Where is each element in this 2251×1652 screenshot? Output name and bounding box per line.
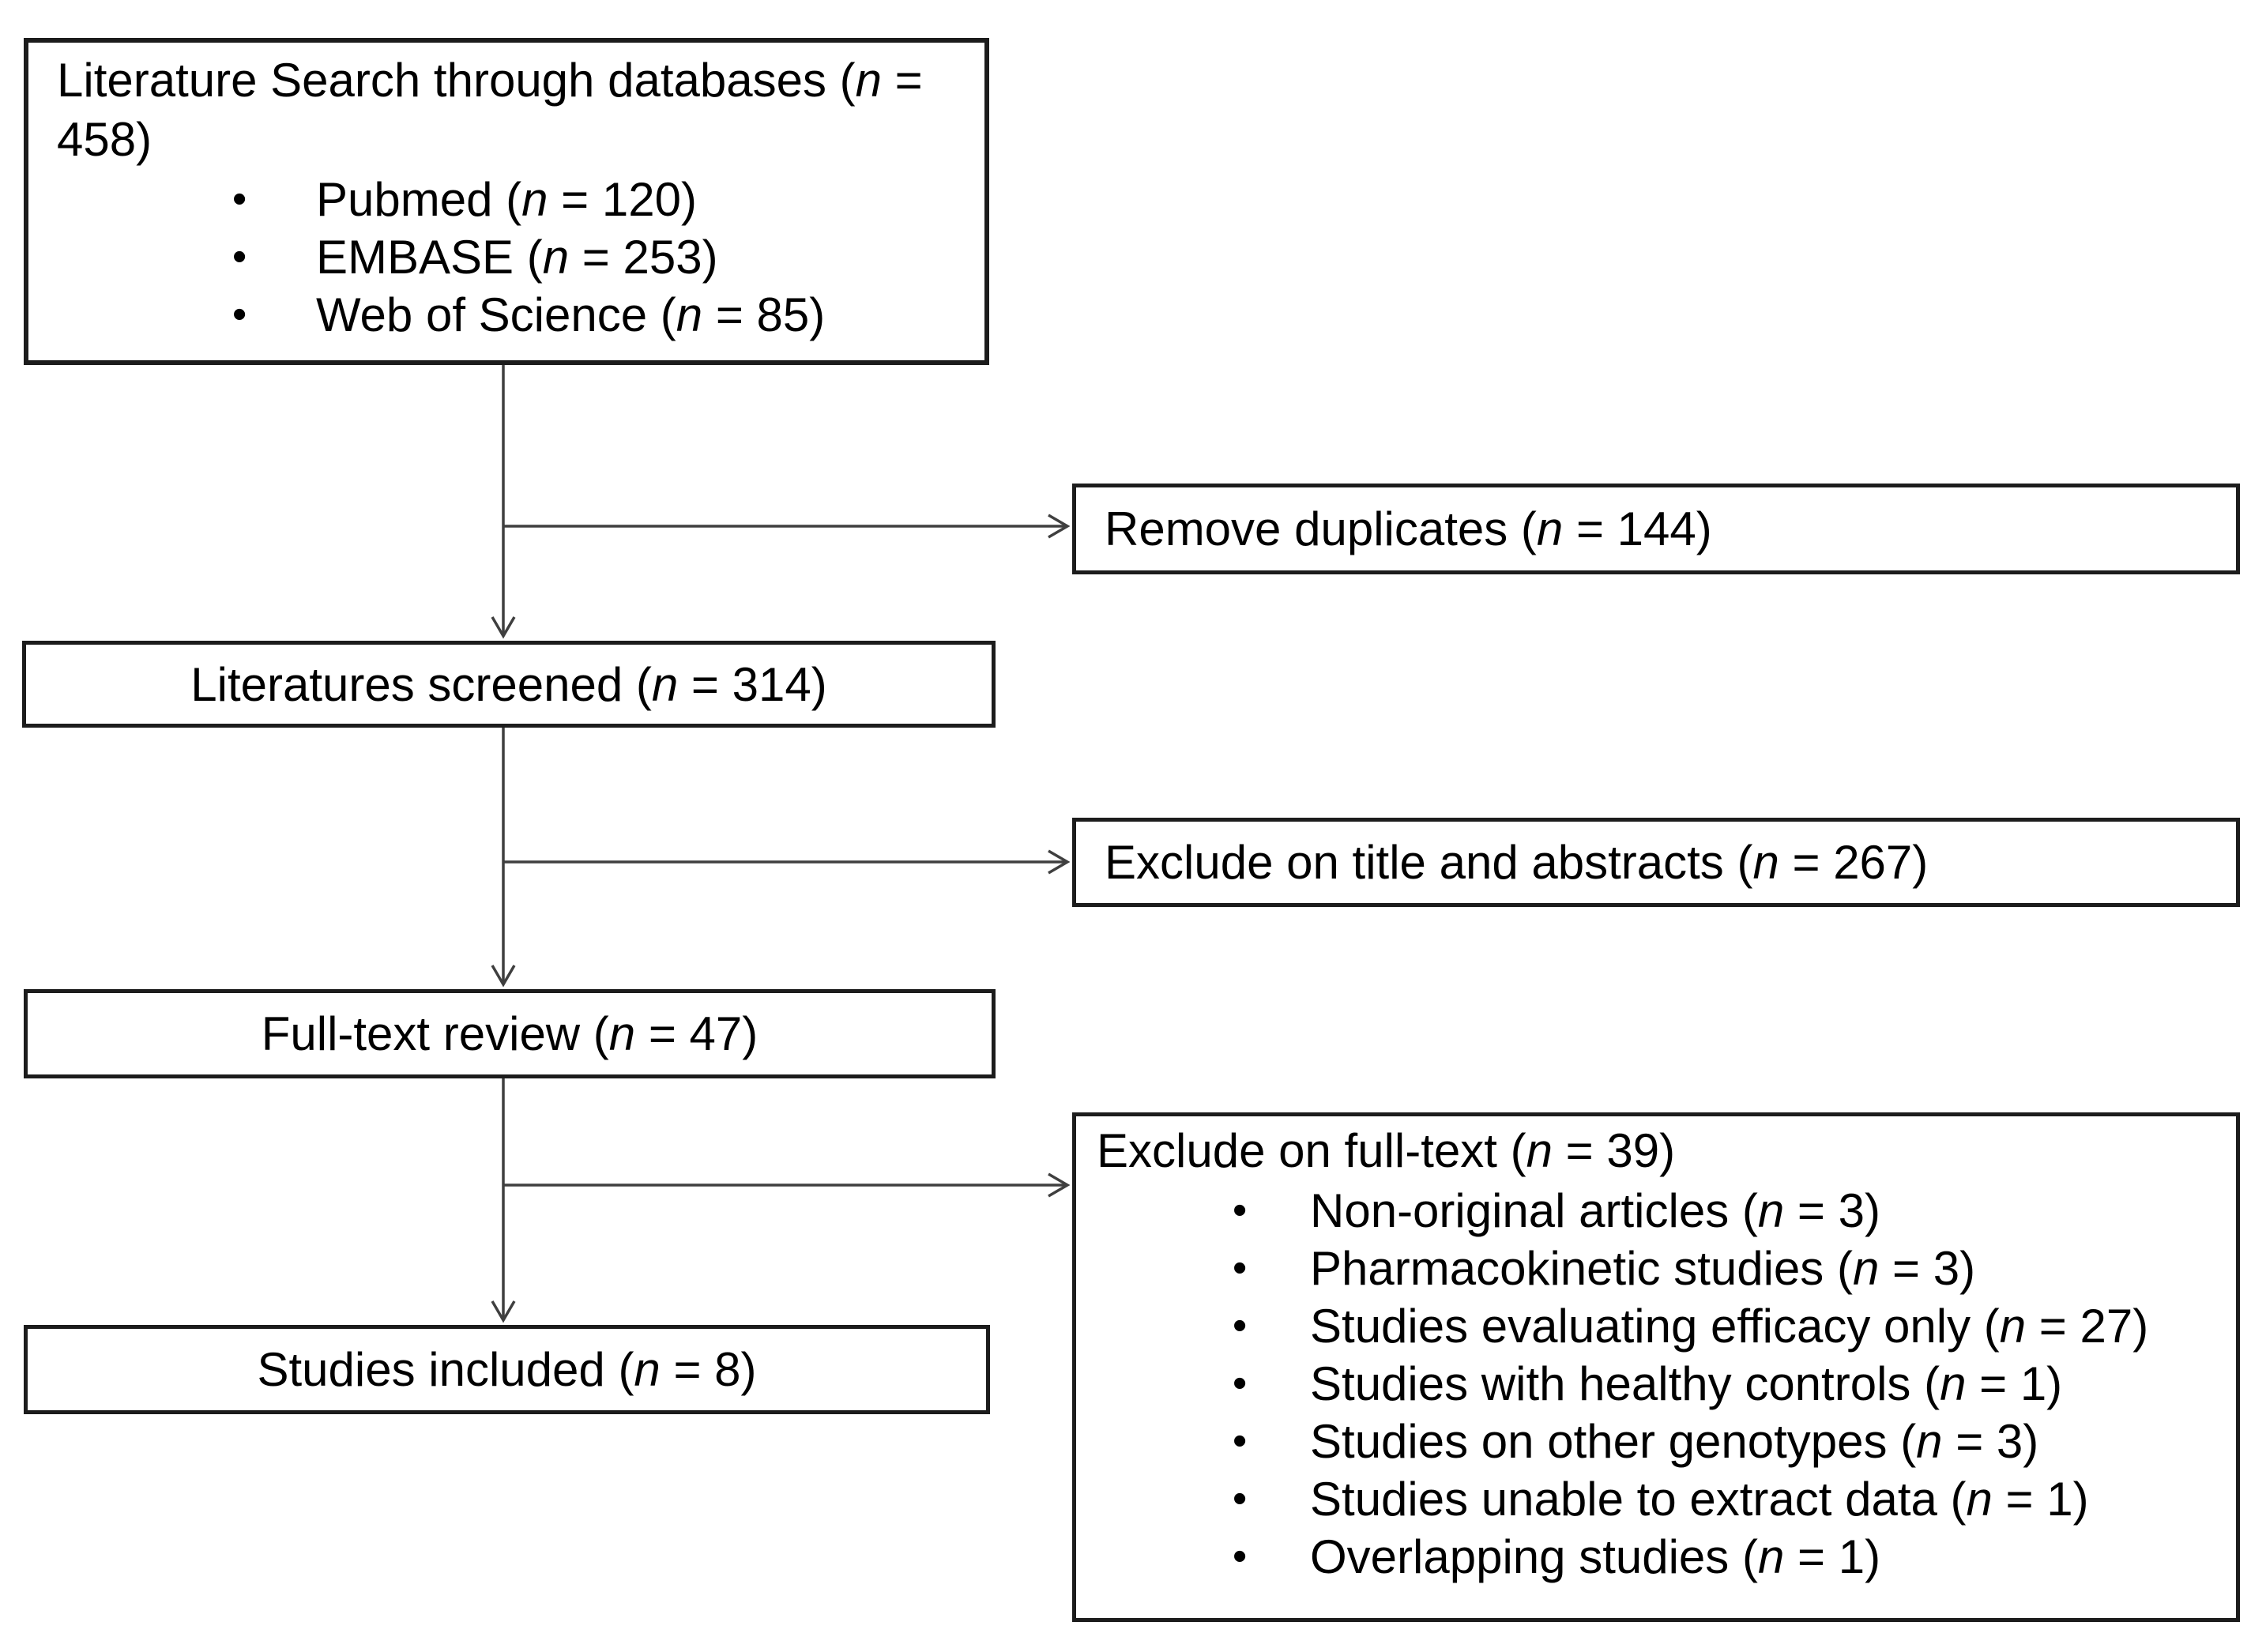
n-variable: n	[1752, 836, 1779, 889]
list-item-other-genotypes: Studies on other genotypes (n = 3)	[1233, 1413, 2225, 1470]
box-literature-search: Literature Search through databases (n =…	[24, 38, 989, 365]
box-literatures-screened-label: Literatures screened (n = 314)	[190, 657, 827, 711]
n-variable: n	[651, 657, 679, 711]
n-variable: n	[676, 288, 703, 341]
list-item-pharmacokinetic: Pharmacokinetic studies (n = 3)	[1233, 1240, 2225, 1297]
n-variable: n	[1916, 1415, 1943, 1468]
list-item-healthy-controls: Studies with healthy controls (n = 1)	[1233, 1355, 2225, 1413]
list-item-non-original: Non-original articles (n = 3)	[1233, 1182, 2225, 1240]
box-exclude-title-abstracts-label: Exclude on title and abstracts (n = 267)	[1105, 836, 1929, 889]
list-item-efficacy-only: Studies evaluating efficacy only (n = 27…	[1233, 1297, 2225, 1355]
n-variable: n	[1966, 1473, 1993, 1526]
box-studies-included-label: Studies included (n = 8)	[257, 1343, 757, 1396]
box-studies-included: Studies included (n = 8)	[24, 1325, 990, 1414]
list-item-embase: EMBASE (n = 253)	[232, 228, 973, 286]
n-variable: n	[542, 231, 570, 284]
n-variable: n	[1757, 1530, 1785, 1583]
exclusion-reason-list: Non-original articles (n = 3) Pharmacoki…	[1097, 1182, 2225, 1586]
box-remove-duplicates-label: Remove duplicates (n = 144)	[1105, 502, 1712, 555]
list-item-pubmed: Pubmed (n = 120)	[232, 171, 973, 228]
box-exclude-title-abstracts: Exclude on title and abstracts (n = 267)	[1072, 818, 2240, 907]
list-item-unable-extract: Studies unable to extract data (n = 1)	[1233, 1470, 2225, 1528]
box-literature-search-label: Literature Search through databases (n =…	[57, 54, 923, 166]
box-remove-duplicates: Remove duplicates (n = 144)	[1072, 484, 2240, 574]
box-exclude-fulltext: Exclude on full-text (n = 39) Non-origin…	[1072, 1112, 2240, 1622]
list-item-overlapping: Overlapping studies (n = 1)	[1233, 1528, 2225, 1586]
n-variable: n	[855, 54, 882, 107]
box-literatures-screened: Literatures screened (n = 314)	[22, 641, 996, 728]
box-exclude-fulltext-label: Exclude on full-text (n = 39)	[1097, 1124, 1676, 1177]
n-variable: n	[1526, 1124, 1553, 1177]
box-fulltext-review-label: Full-text review (n = 47)	[261, 1007, 758, 1060]
n-variable: n	[1999, 1300, 2027, 1353]
n-variable: n	[1536, 502, 1564, 555]
n-variable: n	[1940, 1357, 1967, 1410]
n-variable: n	[521, 173, 548, 226]
n-variable: n	[1852, 1242, 1880, 1295]
list-item-web-of-science: Web of Science (n = 85)	[232, 286, 973, 344]
n-variable: n	[1757, 1184, 1785, 1237]
database-list: Pubmed (n = 120) EMBASE (n = 253) Web of…	[57, 171, 973, 344]
box-fulltext-review: Full-text review (n = 47)	[24, 989, 996, 1078]
n-variable: n	[608, 1007, 636, 1060]
n-variable: n	[634, 1343, 661, 1396]
